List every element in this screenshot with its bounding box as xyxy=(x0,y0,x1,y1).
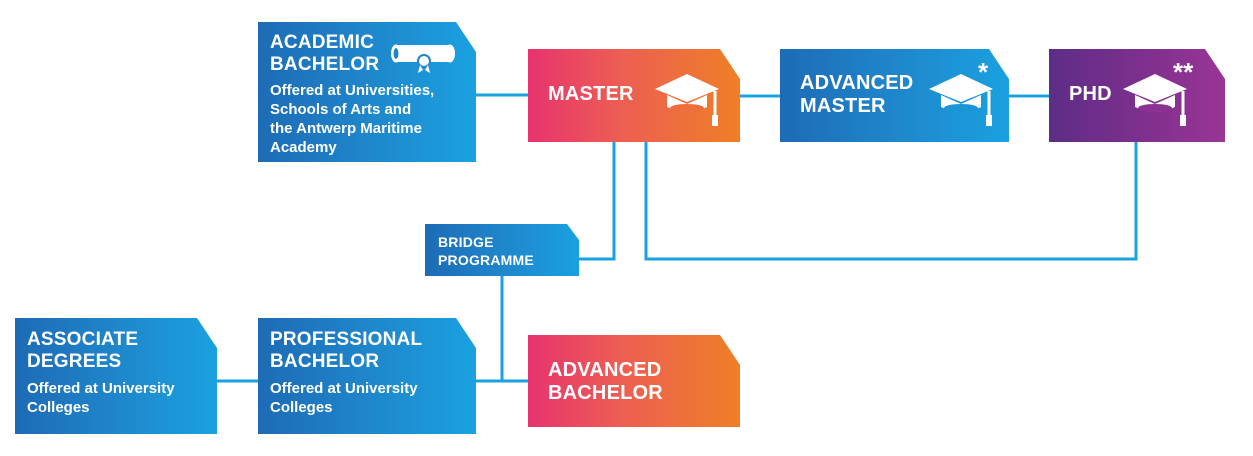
master-title: MASTER xyxy=(548,83,720,106)
professional-bachelor-title: PROFESSIONAL BACHELOR xyxy=(270,329,464,373)
academic-bachelor-box: ACADEMIC BACHELOR Offered at Universitie… xyxy=(258,22,476,162)
associate-degrees-description: Offered at University Colleges xyxy=(27,380,175,416)
title-line: ASSOCIATE xyxy=(27,329,139,350)
title-line: BACHELOR xyxy=(270,54,380,75)
footnote-marker: * xyxy=(978,57,989,87)
professional-bachelor-box: PROFESSIONAL BACHELOR Offered at Univers… xyxy=(258,318,476,434)
connector-master-phd-loop xyxy=(644,142,1138,261)
footnote-marker: ** xyxy=(1173,57,1194,87)
advanced-master-title: ADVANCED MASTER xyxy=(800,72,989,118)
advanced-master-box: ADVANCED MASTER * xyxy=(780,49,1009,142)
bridge-programme-box: BRIDGE PROGRAMME xyxy=(425,224,579,276)
advanced-bachelor-title: ADVANCED BACHELOR xyxy=(548,359,720,405)
title-line: PROGRAMME xyxy=(438,252,534,268)
title-line: ACADEMIC xyxy=(270,32,374,53)
academic-bachelor-title: ACADEMIC BACHELOR xyxy=(270,32,464,76)
title-line: PROFESSIONAL xyxy=(270,329,423,350)
graduation-cap-icon xyxy=(927,71,995,129)
title-line: MASTER xyxy=(800,95,886,117)
academic-bachelor-description: Offered at Universities, Schools of Arts… xyxy=(270,82,435,156)
diploma-scroll-icon xyxy=(390,36,458,74)
graduation-cap-icon xyxy=(1121,71,1189,129)
master-box: MASTER xyxy=(528,49,740,142)
associate-degrees-title: ASSOCIATE DEGREES xyxy=(27,329,205,373)
title-line: ADVANCED xyxy=(548,359,662,381)
associate-degrees-box: ASSOCIATE DEGREES Offered at University … xyxy=(15,318,217,434)
title-line: PHD xyxy=(1069,83,1112,105)
title-line: DEGREES xyxy=(27,351,122,372)
graduation-cap-icon xyxy=(653,71,721,129)
title-line: ADVANCED xyxy=(800,72,914,94)
bridge-programme-title: BRIDGE PROGRAMME xyxy=(438,233,566,269)
title-line: BACHELOR xyxy=(270,351,380,372)
advanced-bachelor-box: ADVANCED BACHELOR xyxy=(528,335,740,427)
title-line: BRIDGE xyxy=(438,234,494,250)
professional-bachelor-description: Offered at University Colleges xyxy=(270,380,418,416)
title-line: MASTER xyxy=(548,83,634,105)
phd-title: PHD xyxy=(1069,83,1205,106)
connector-master-bridge xyxy=(579,142,616,261)
phd-box: PHD ** xyxy=(1049,49,1225,142)
title-line: BACHELOR xyxy=(548,382,663,404)
